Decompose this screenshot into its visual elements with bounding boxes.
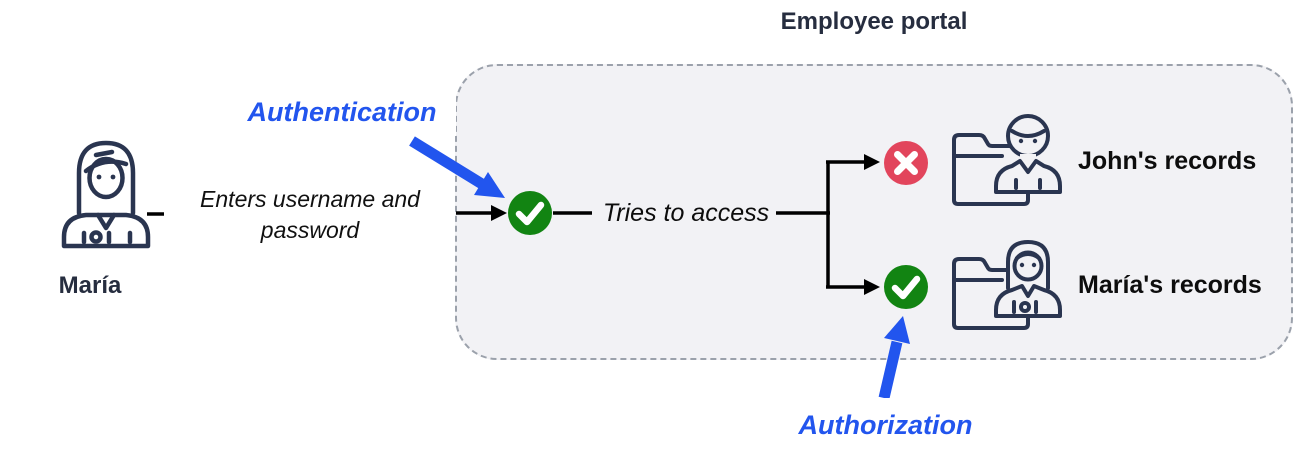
authentication-label-text: Authentication: [247, 96, 437, 127]
login-action-note: Enters username and password: [195, 182, 425, 248]
portal-title: Employee portal: [780, 8, 968, 35]
check-circle-icon: [884, 265, 928, 309]
tries-to-access-text: Tries to access: [602, 199, 770, 227]
folder-man-icon: [952, 114, 1062, 206]
woman-user-icon: [61, 140, 151, 249]
authentication-label: Authentication: [228, 88, 456, 136]
check-circle-icon: [508, 191, 552, 235]
authorization-label-text: Authorization: [798, 409, 973, 440]
employee-portal-container: [455, 64, 1293, 360]
denied-record-label: John's records: [1078, 147, 1257, 175]
folder-woman-icon: [952, 240, 1062, 330]
x-circle-icon: [884, 141, 928, 185]
authorization-label: Authorization: [779, 398, 992, 452]
allowed-record-label: María's records: [1078, 271, 1262, 299]
actor-name-label: María: [58, 272, 122, 299]
